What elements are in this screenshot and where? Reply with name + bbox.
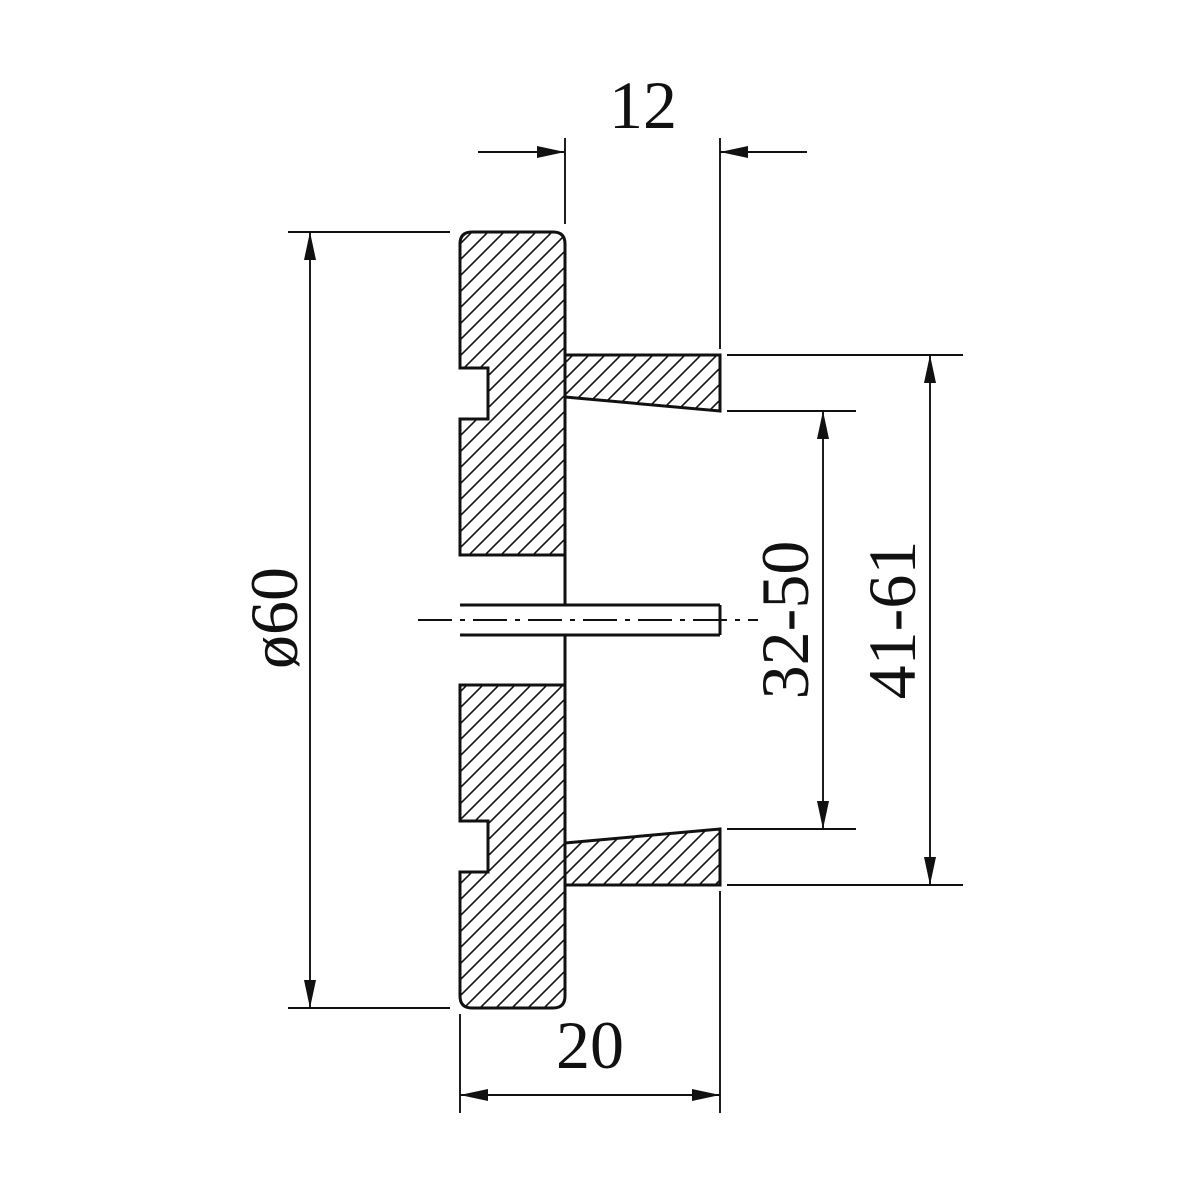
dim-label-hub-width: 12 bbox=[609, 67, 677, 143]
dim-label-base-width: 20 bbox=[556, 1007, 624, 1083]
dimension-hub-width: 12 bbox=[478, 67, 807, 349]
arrowhead-left bbox=[720, 146, 748, 158]
dim-label-outer-diameter-range: 41-61 bbox=[854, 541, 930, 700]
flange-disc-upper-section bbox=[458, 230, 567, 557]
dim-label-inner-diameter-range: 32-50 bbox=[747, 541, 823, 700]
dim-label-outer-diameter: ø60 bbox=[236, 567, 312, 669]
arrowhead-right bbox=[537, 146, 565, 158]
dimension-base-width: 20 bbox=[459, 891, 721, 1113]
hub-lower-wall-section bbox=[563, 827, 722, 887]
dimension-outer-diameter-range: 41-61 bbox=[727, 354, 963, 886]
hub-upper-wall-section bbox=[563, 353, 722, 413]
part-section bbox=[458, 230, 722, 1010]
arrowhead-up bbox=[924, 355, 936, 383]
arrowhead-down bbox=[817, 801, 829, 829]
dimension-outer-diameter: ø60 bbox=[236, 231, 450, 1009]
arrowhead-right bbox=[692, 1089, 720, 1101]
arrowhead-up bbox=[817, 411, 829, 439]
arrowhead-left bbox=[460, 1089, 488, 1101]
arrowhead-down bbox=[304, 980, 316, 1008]
arrowhead-down bbox=[924, 857, 936, 885]
flange-disc-lower-section bbox=[458, 683, 567, 1010]
arrowhead-up bbox=[304, 232, 316, 260]
dimension-inner-diameter-range: 32-50 bbox=[727, 410, 856, 830]
